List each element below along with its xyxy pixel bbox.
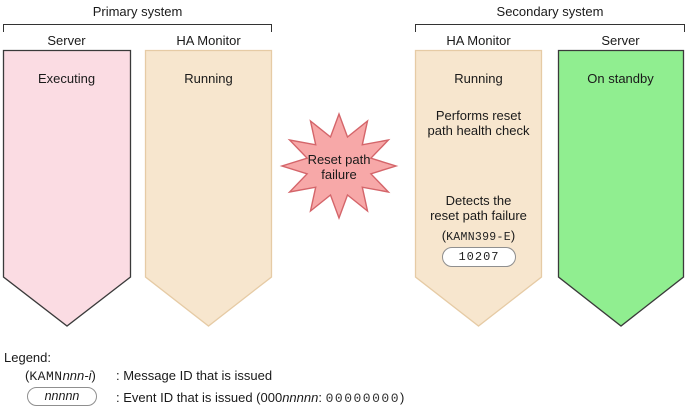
- secondary-ha-monitor-status: Running: [454, 71, 503, 86]
- secondary-system-bracket: [415, 24, 685, 32]
- legend-event-zeros-mono: 00000000: [325, 391, 401, 406]
- secondary-server-status: On standby: [587, 71, 654, 86]
- legend-event-id-pill: nnnnn: [27, 387, 97, 406]
- primary-ha-monitor-column-label: HA Monitor: [176, 33, 241, 48]
- message-id-code: KAMN399-E: [446, 231, 511, 244]
- message-id: (KAMN399-E): [415, 228, 542, 244]
- secondary-system-title: Secondary system: [496, 4, 604, 19]
- burst-label-line: Reset path: [307, 152, 371, 167]
- action-line: reset path failure: [430, 208, 527, 223]
- primary-server-column-label: Server: [47, 33, 86, 48]
- legend-open-paren: (: [25, 368, 30, 383]
- legend-title: Legend:: [4, 350, 51, 365]
- secondary-ha-action-health-check: Performs reset path health check: [415, 108, 542, 138]
- legend-event-nnnnn-italic: nnnnn: [282, 390, 319, 405]
- legend-event-id-description: : Event ID that is issued (000nnnnn: 000…: [116, 390, 404, 406]
- burst-label-line: failure: [321, 167, 357, 182]
- event-id-pill: 10207: [442, 247, 516, 267]
- primary-server-arrow: [2, 49, 132, 327]
- legend-event-text-end: ): [400, 390, 405, 405]
- legend-nnn-italic: nnn-i: [62, 368, 92, 383]
- legend-message-id-symbol: (KAMNnnn-i): [25, 368, 96, 384]
- secondary-server-arrow: [557, 49, 685, 327]
- primary-system-bracket: [3, 24, 272, 32]
- legend-message-id-description: : Message ID that is issued: [116, 368, 273, 383]
- secondary-server-column-label: Server: [601, 33, 640, 48]
- primary-ha-monitor-arrow: [144, 49, 273, 327]
- message-id-open-paren: (: [441, 228, 447, 243]
- secondary-ha-monitor-arrow: [414, 49, 543, 327]
- action-line: path health check: [427, 123, 530, 138]
- action-line: Detects the: [445, 193, 512, 208]
- legend-close-paren: ): [91, 368, 96, 383]
- legend-kamn-mono: KAMN: [29, 369, 63, 384]
- legend-event-text-start: : Event ID that is issued (000: [116, 390, 283, 405]
- reset-path-failure-burst: [279, 111, 399, 221]
- action-line: Performs reset: [435, 108, 522, 123]
- legend-event-separator: :: [318, 390, 326, 405]
- burst-label: Reset path failure: [289, 152, 389, 182]
- primary-system-title: Primary system: [92, 4, 183, 19]
- secondary-ha-action-detect-failure: Detects the reset path failure: [415, 193, 542, 223]
- primary-ha-monitor-status: Running: [184, 71, 233, 86]
- secondary-ha-monitor-column-label: HA Monitor: [446, 33, 511, 48]
- primary-server-status: Executing: [37, 71, 96, 86]
- message-id-close-paren: ): [510, 228, 516, 243]
